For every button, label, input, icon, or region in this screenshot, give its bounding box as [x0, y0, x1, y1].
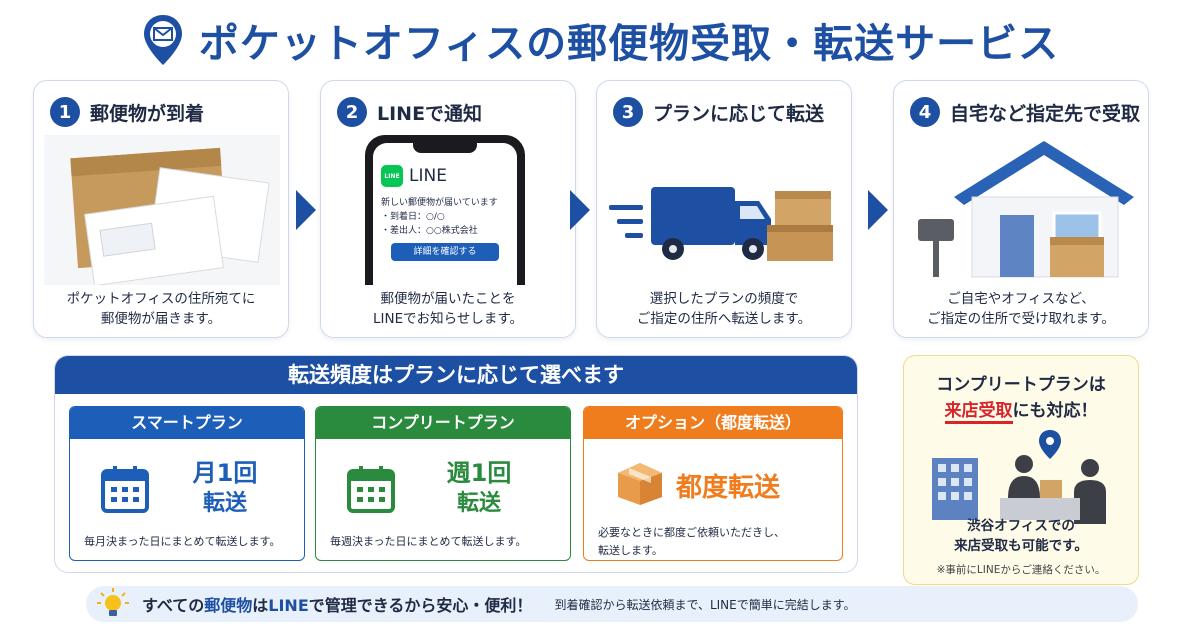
bottom-main-message: すべての郵便物はLINEで管理できるから安心・便利！ [142, 596, 533, 615]
truck-icon [609, 187, 833, 261]
option-plan-card: オプション（都度転送） 都度転送 必要なときに都度ご依頼いただきし、 転送します… [583, 406, 843, 561]
step-title: プランに応じて転送 [653, 102, 825, 125]
plan-note: 必要なときに都度ご依頼いただきし、 転送します。 [598, 526, 785, 557]
smart-plan-card: スマートプラン 月1回 転送 毎月決まった日にまとめて転送します。 [69, 406, 305, 561]
header: ポケットオフィスの郵便物受取・転送サービス [0, 8, 1200, 72]
plan-name: コンプリートプラン [316, 407, 570, 439]
bulb-icon [97, 588, 129, 616]
step-number: 4 [910, 97, 940, 127]
office-counter-illustration [932, 430, 1106, 524]
step-header: 2 LINEで通知 [337, 97, 482, 127]
plans-heading: 転送頻度はプランに応じて選べます [55, 356, 857, 394]
plan-name: オプション（都度転送） [584, 407, 842, 439]
step-card-2: 2 LINEで通知 LINE LINE 新しい郵便物が届いています ・到着日：○… [320, 80, 576, 338]
phone-screen: LINE LINE 新しい郵便物が届いています ・到着日：○/○ ・差出人：○○… [373, 143, 517, 285]
plan-frequency: 週1回 転送 [446, 459, 512, 516]
notification-arrival: ・到着日：○/○ [381, 212, 445, 222]
flow-arrow-icon [570, 190, 590, 230]
plan-note: 毎月決まった日にまとめて転送します。 [84, 535, 281, 548]
location-pin-icon [143, 15, 182, 65]
plan-frequency: 月1回 転送 [192, 459, 258, 516]
step-description: ご自宅やオフィスなど、 ご指定の住所で受け取れます。 [927, 291, 1115, 327]
bottom-sub-message: 到着確認から転送依頼まで、LINEで簡単に完結します。 [554, 597, 856, 612]
box-icon [618, 463, 662, 505]
phone-illustration: LINE LINE 新しい郵便物が届いています ・到着日：○/○ ・差出人：○○… [365, 135, 525, 285]
step-description: 選択したプランの頻度で ご指定の住所へ転送します。 [636, 291, 812, 327]
bottom-banner: すべての郵便物はLINEで管理できるから安心・便利！ 到着確認から転送依頼まで、… [86, 586, 1138, 622]
store-pickup-card: コンプリートプランは 来店受取にも対応！ 渋谷オフィスでの 来店受取も可能です。… [903, 355, 1139, 585]
house-icon [918, 141, 1134, 278]
complete-plan-card: コンプリートプラン 週1回 転送 毎週決まった日にまとめて転送します。 [315, 406, 571, 561]
page-title: ポケットオフィスの郵便物受取・転送サービス [198, 21, 1060, 67]
step-number: 1 [50, 97, 80, 127]
plan-frequency: 都度転送 [676, 473, 781, 503]
step-title: 郵便物が到着 [90, 102, 205, 125]
line-app-name: LINE [409, 166, 447, 186]
step-description: ポケットオフィスの住所宛てに 郵便物が届きます。 [66, 291, 256, 327]
notification-message: 新しい郵便物が届いています [381, 198, 498, 208]
line-app-header: LINE LINE [381, 165, 447, 187]
step-title: 自宅など指定先で受取 [950, 102, 1141, 125]
step-header: 4 自宅など指定先で受取 [910, 97, 1140, 127]
calendar-icon [101, 466, 149, 513]
plan-name: スマートプラン [70, 407, 304, 439]
flow-arrow-icon [296, 190, 316, 230]
step-title: LINEで通知 [377, 102, 483, 125]
plans-panel: 転送頻度はプランに応じて選べます スマートプラン 月1回 転送 毎月決まった日に… [54, 355, 858, 573]
step-number: 3 [613, 97, 643, 127]
step-header: 3 プランに応じて転送 [613, 97, 824, 127]
store-pickup-title: コンプリートプランは [936, 375, 1106, 395]
notification-sender: ・差出人：○○株式会社 [381, 226, 478, 236]
plan-note: 毎週決まった日にまとめて転送します。 [330, 535, 527, 548]
view-details-button[interactable]: 詳細を確認する [391, 243, 499, 261]
step-card-1: 1 郵便物が到着 ポケットオフィスの住所宛てに 郵便物が届きます。 [33, 80, 289, 338]
store-pickup-note: ※事前にLINEからご連絡ください。 [936, 564, 1106, 576]
step-card-3: 3 プランに応じて転送 選択したプランの頻度で ご指定の住所へ転送します。 [596, 80, 852, 338]
step-header: 1 郵便物が到着 [50, 97, 204, 127]
phone-notch [413, 143, 477, 153]
line-logo-icon: LINE [381, 165, 403, 187]
calendar-icon [347, 466, 395, 513]
flow-arrow-icon [868, 190, 888, 230]
step-number: 2 [337, 97, 367, 127]
store-pickup-subtitle: 来店受取にも対応！ [904, 396, 1138, 424]
store-pickup-description: 渋谷オフィスでの 来店受取も可能です。 [954, 518, 1088, 554]
mail-envelopes-illustration [44, 135, 280, 285]
step-description: 郵便物が届いたことを LINEでお知らせします。 [372, 291, 523, 327]
step-card-4: 4 自宅など指定先で受取 ご自宅やオフィスなど、 ご指定の住所で受け取れます。 [893, 80, 1149, 338]
